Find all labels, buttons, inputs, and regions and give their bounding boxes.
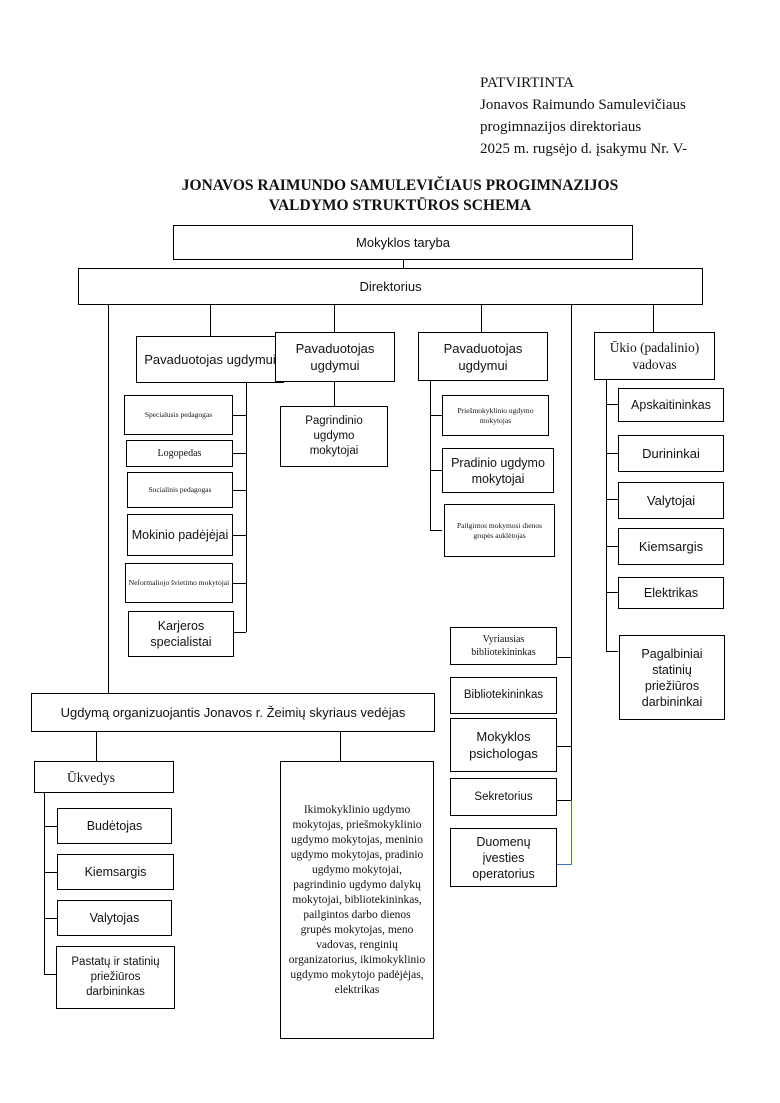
caretaker-staff-item: Pastatų ir statinių priežiūros darbinink…: [56, 946, 175, 1009]
director-deputy2-line: [334, 304, 335, 333]
approval-line-4: 2025 m. rugsėjo d. įsakymu Nr. V-: [480, 141, 688, 157]
director-staff-item: Vyriausias bibliotekininkas: [450, 627, 557, 665]
director-deputy3-line: [481, 304, 482, 333]
title-line-2: VALDYMO STRUKTŪROS SCHEMA: [268, 197, 532, 214]
maintenance-branch: [606, 546, 618, 547]
deputy1-staff-item: Mokinio padėjėjai: [127, 514, 233, 556]
deputy3-staff-item: Priešmokyklinio ugdymo mokytojas: [442, 395, 549, 436]
division-caretaker-line: [96, 731, 97, 761]
maintenance-branch: [606, 651, 618, 652]
maintenance-branch: [606, 453, 618, 454]
maintenance-staff-item: Durininkai: [618, 435, 724, 472]
maintenance-staff-item: Kiemsargis: [618, 528, 724, 565]
maintenance-branch: [606, 499, 618, 500]
maintenance-branch: [606, 592, 618, 593]
deputy1-staff-item: Karjeros specialistai: [128, 611, 234, 657]
school-council-box: Mokyklos taryba: [173, 225, 633, 260]
document-title: JONAVOS RAIMUNDO SAMULEVIČIAUS PROGIMNAZ…: [100, 176, 700, 216]
director-box: Direktorius: [78, 268, 703, 305]
director-staff-item: Bibliotekininkas: [450, 677, 557, 714]
deputy3-staff-item: Pailgintos mokymosi dienos grupės auklėt…: [444, 504, 555, 557]
maintenance-trunk: [606, 380, 607, 651]
director-staff-branch: [557, 800, 571, 801]
deputy-2-box: Pavaduotojas ugdymui: [275, 332, 395, 382]
director-staff-item: Sekretorius: [450, 778, 557, 816]
deputy-3-box: Pavaduotojas ugdymui: [418, 332, 548, 381]
approval-block: PATVIRTINTA Jonavos Raimundo Samulevičia…: [480, 72, 760, 160]
division-teachers-box: Ikimokyklinio ugdymo mokytojas, priešmok…: [280, 761, 434, 1039]
caretaker-box: Ūkvedys: [34, 761, 174, 793]
director-deputy1-line: [210, 304, 211, 337]
deputy1-staff-item: Neformaliojo švietimo mokytojai: [125, 563, 233, 603]
maintenance-staff-item: Elektrikas: [618, 577, 724, 609]
approval-line-2: Jonavos Raimundo Samulevičiaus: [480, 97, 686, 113]
deputy1-branch: [233, 583, 246, 584]
caretaker-staff-item: Kiemsargis: [57, 854, 174, 890]
deputy1-branch: [233, 632, 246, 633]
caretaker-branch: [44, 918, 57, 919]
maintenance-staff-item: Apskaitininkas: [618, 388, 724, 422]
caretaker-branch: [44, 872, 57, 873]
director-staff-item: Mokyklos psichologas: [450, 718, 557, 772]
deputy3-branch: [430, 415, 442, 416]
council-director-line: [403, 259, 404, 269]
deputy1-branch: [233, 490, 246, 491]
director-staff-item: Duomenų įvesties operatorius: [450, 828, 557, 887]
maintenance-head-box: Ūkio (padalinio) vadovas: [594, 332, 715, 380]
director-staff-trunk: [571, 304, 572, 800]
deputy1-staff-item: Logopedas: [126, 440, 233, 467]
deputy1-branch: [233, 453, 246, 454]
maintenance-branch: [606, 404, 618, 405]
deputy2-branch: [334, 382, 335, 407]
maintenance-staff-item: Pagalbiniai statinių priežiūros darbinin…: [619, 635, 725, 720]
deputy3-trunk: [430, 380, 431, 530]
approval-line-3: progimnazijos direktoriaus: [480, 119, 642, 135]
maintenance-staff-item: Valytojai: [618, 482, 724, 519]
deputy3-branch: [430, 530, 442, 531]
director-division-line: [108, 304, 109, 693]
deputy3-branch: [430, 470, 442, 471]
deputy1-staff-item: Specialusis pedagogas: [124, 395, 233, 435]
director-staff-branch: [557, 864, 572, 865]
deputy2-staff-item: Pagrindinio ugdymo mokytojai: [280, 406, 388, 467]
deputy1-branch: [233, 535, 246, 536]
deputy1-branch: [233, 415, 246, 416]
director-staff-branch: [557, 746, 571, 747]
approval-line-1: PATVIRTINTA: [480, 75, 575, 91]
director-staff-branch: [557, 657, 571, 658]
title-line-1: JONAVOS RAIMUNDO SAMULEVIČIAUS PROGIMNAZ…: [181, 177, 619, 194]
caretaker-trunk: [44, 792, 45, 974]
caretaker-staff-item: Budėtojas: [57, 808, 172, 844]
caretaker-branch: [44, 826, 57, 827]
deputy1-staff-item: Socialinis pedagogas: [127, 472, 233, 508]
deputy3-staff-item: Pradinio ugdymo mokytojai: [442, 448, 554, 493]
division-teachers-line: [340, 731, 341, 761]
director-staff-trunk-extension: [571, 800, 572, 864]
deputy1-trunk: [246, 382, 247, 632]
caretaker-staff-item: Valytojas: [57, 900, 172, 936]
division-head-box: Ugdymą organizuojantis Jonavos r. Žeimių…: [31, 693, 435, 732]
director-maintenance-line: [653, 304, 654, 333]
caretaker-branch: [44, 974, 57, 975]
deputy-1-box: Pavaduotojas ugdymui: [136, 336, 284, 383]
